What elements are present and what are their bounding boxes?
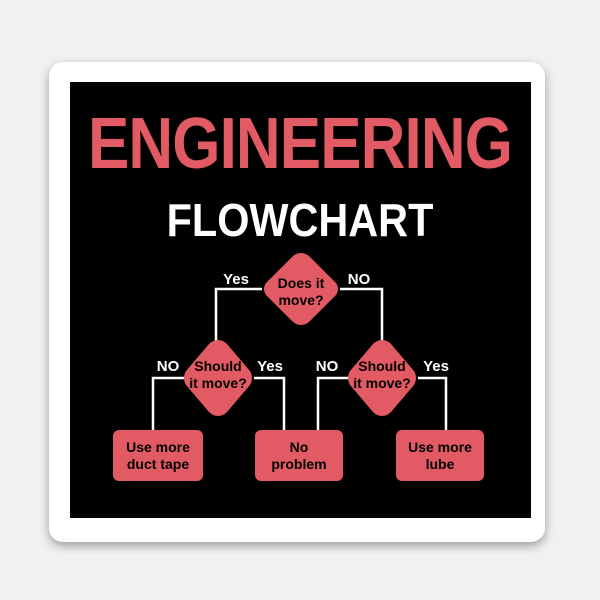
result-no-problem-line1: No (290, 439, 309, 455)
result-lube-line2: lube (426, 456, 455, 472)
result-no-problem: No problem (255, 430, 343, 481)
result-use-more-lube: Use more lube (396, 430, 484, 481)
decision-right-line1: Should (358, 358, 405, 374)
decision-right-line2: it move? (353, 375, 411, 391)
label-q1-no: NO (348, 271, 371, 288)
result-duct-tape-line1: Use more (126, 439, 190, 455)
result-duct-tape-line2: duct tape (127, 456, 189, 472)
title: ENGINEERING (87, 104, 513, 184)
decision-should-it-move-right: Should it move? (348, 340, 416, 416)
label-q2-yes: Yes (257, 358, 283, 375)
edge-q2-yes (254, 376, 286, 432)
label-q2-no: NO (157, 358, 180, 375)
label-q1-yes: Yes (223, 271, 249, 288)
subtitle: FLOWCHART (166, 194, 434, 246)
label-q3-yes: Yes (423, 358, 449, 375)
result-use-more-duct-tape: Use more duct tape (113, 430, 203, 481)
decision-does-it-move-line1: Does it (278, 275, 325, 291)
edge-q2-no (151, 376, 182, 432)
result-lube-line1: Use more (408, 439, 472, 455)
decision-should-it-move-left: Should it move? (184, 340, 252, 416)
decision-left-line2: it move? (189, 375, 247, 391)
decision-does-it-move: Does it move? (264, 253, 338, 325)
edge-q3-yes (418, 376, 448, 432)
edge-q3-no (316, 376, 347, 432)
label-q3-no: NO (316, 358, 339, 375)
decision-does-it-move-line2: move? (278, 292, 323, 308)
result-no-problem-line2: problem (271, 456, 326, 472)
decision-left-line1: Should (194, 358, 241, 374)
